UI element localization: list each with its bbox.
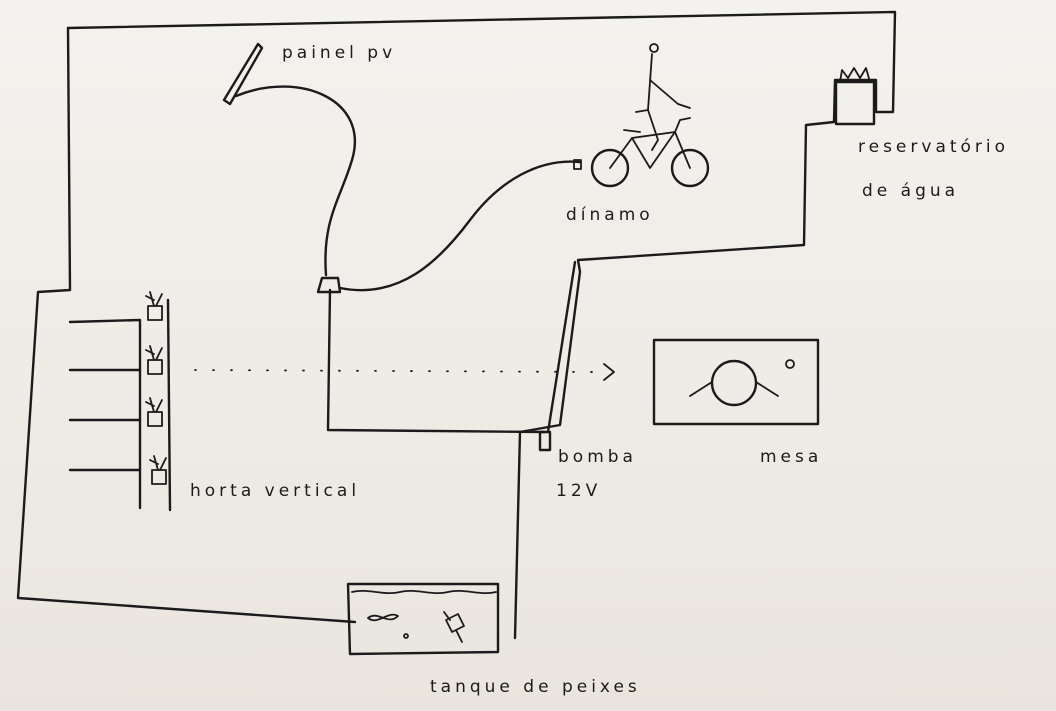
inner-wall	[328, 262, 575, 432]
vertical-garden-shelves	[70, 300, 170, 510]
solar-panel-label: painel pv	[282, 43, 396, 63]
water-reservoir-label-2: de água	[862, 181, 959, 201]
table-icon	[654, 340, 818, 424]
room-outline	[18, 12, 895, 638]
table-label: mesa	[760, 447, 822, 467]
dynamo-cable	[340, 162, 580, 291]
pump-label-2: 12V	[556, 481, 601, 501]
panel-cable	[236, 87, 355, 275]
fish-tank-label: tanque de peixes	[430, 677, 641, 697]
dotted-arrow	[195, 364, 614, 380]
vertical-garden-label: horta vertical	[190, 481, 360, 501]
fish-tank-icon	[348, 584, 498, 654]
water-reservoir-label-1: reservatório	[858, 137, 1009, 157]
bicycle-dynamo-icon	[574, 44, 708, 186]
water-reservoir-icon	[836, 68, 874, 124]
plant-pot-icon	[146, 292, 166, 484]
solar-panel-icon	[224, 44, 262, 104]
pump-label-1: bomba	[558, 447, 637, 467]
pump-icon	[540, 432, 550, 450]
dynamo-label: dínamo	[566, 205, 654, 225]
